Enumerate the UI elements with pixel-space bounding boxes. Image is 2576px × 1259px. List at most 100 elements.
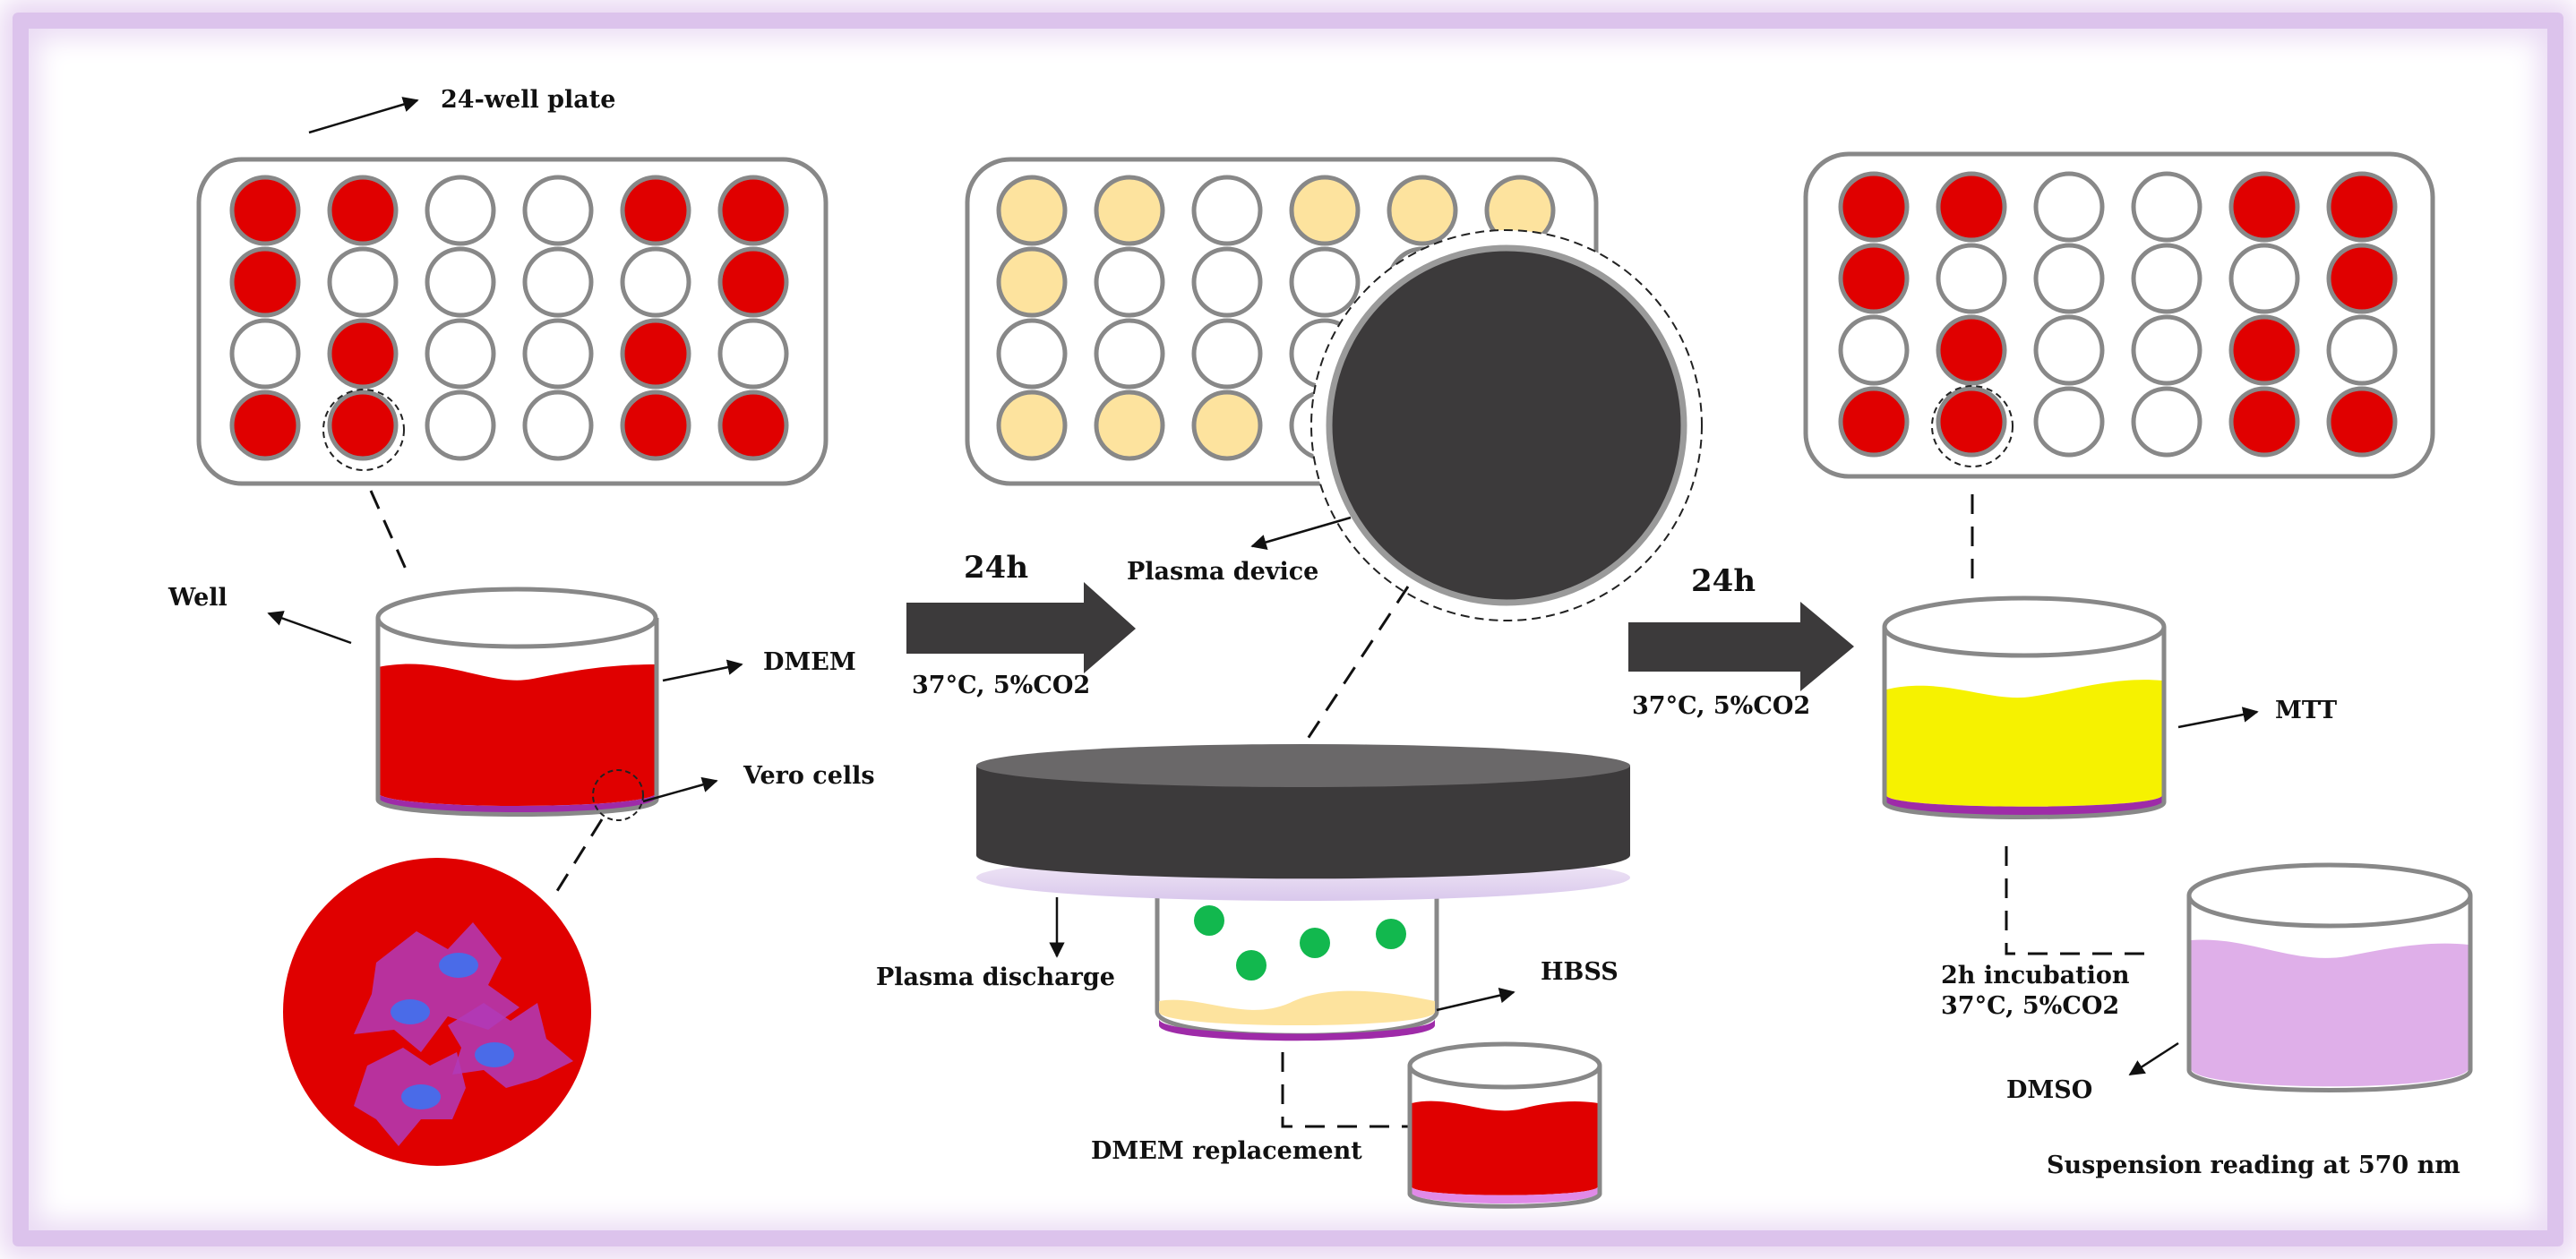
mtt-label: MTT [2275, 697, 2337, 724]
link-device-setup [1304, 586, 1410, 742]
process-arrow-2 [1628, 602, 1854, 691]
beaker-cell-layer [1159, 1019, 1435, 1041]
condition-label-3: 37°C, 5%CO2 [1941, 992, 2119, 1020]
plate3-well-4-2 [1936, 386, 2007, 458]
selected-well-ring-3 [1931, 385, 2014, 467]
mtt-solution [1886, 680, 2162, 807]
device-body [976, 766, 1630, 879]
plate3-well-2-4 [2131, 243, 2202, 314]
plate1-well-1-4 [522, 175, 594, 246]
plate2-well-3-2 [1094, 318, 1165, 390]
dmem-label: DMEM [763, 648, 856, 676]
plate1-well-3-1 [229, 318, 301, 390]
dmso-label: DMSO [2006, 1076, 2092, 1104]
plate2-well-4-3 [1191, 390, 1263, 461]
cell-nucleus-4 [401, 1084, 441, 1109]
plate3-well-2-2 [1936, 243, 2007, 314]
replacement-rim [1407, 1041, 1602, 1090]
well-1 [375, 587, 659, 821]
plate1-well-1-1 [229, 175, 301, 246]
link-dmso [2005, 846, 2145, 955]
selected-well-ring-1 [322, 389, 405, 471]
plate1-well-2-3 [425, 246, 496, 318]
device-top [976, 744, 1630, 787]
mtt-cell-layer [1886, 795, 2162, 817]
plasma-species-4 [1376, 919, 1406, 949]
cell-2 [448, 1003, 573, 1088]
incubation-label: 2h incubation [1941, 962, 2130, 989]
plate-label: 24-well plate [441, 86, 615, 114]
plasma-discharge-label: Plasma discharge [876, 964, 1115, 991]
plate3-well-2-1 [1838, 243, 1910, 314]
plate1-well-2-4 [522, 246, 594, 318]
plate1-well-4-4 [522, 390, 594, 461]
plate1-well-3-5 [620, 318, 691, 390]
plate3-well-3-1 [1838, 314, 1910, 386]
cell-nucleus-2 [391, 999, 430, 1024]
time-label-1: 24h [964, 550, 1028, 586]
mtt-wall [1882, 627, 2167, 819]
plasma-device-top-view [1310, 229, 1703, 621]
plasma-device-label: Plasma device [1127, 558, 1318, 586]
plate3-well-4-6 [2326, 386, 2398, 458]
plate1-well-2-2 [327, 246, 399, 318]
plate2-well-2-2 [1094, 246, 1165, 318]
dmso-arrow [2128, 1041, 2179, 1076]
replacement-wall [1407, 1066, 1602, 1209]
plate2-well-1-5 [1387, 175, 1458, 246]
plate2-well-2-4 [1289, 246, 1361, 318]
link-vero-cells [555, 818, 604, 892]
plate1-well-2-6 [717, 246, 789, 318]
time-label-2: 24h [1691, 563, 1756, 599]
plate1-well-2-5 [620, 246, 691, 318]
plate2-well-3-3 [1191, 318, 1263, 390]
plasma-device-arrow [1250, 516, 1352, 551]
plate1-well-3-6 [717, 318, 789, 390]
plate3-well-4-3 [2033, 386, 2105, 458]
plate2-well-3-1 [996, 318, 1068, 390]
plate3-well-3-3 [2033, 314, 2105, 386]
plate3-well-1-2 [1936, 171, 2007, 243]
plate1-well-3-2 [327, 318, 399, 390]
link-replacement [1281, 1052, 1408, 1128]
plate2-well-2-3 [1191, 246, 1263, 318]
cell-nucleus-1 [439, 953, 478, 978]
hbss-label: HBSS [1541, 958, 1619, 986]
plate3-well-4-5 [2228, 386, 2300, 458]
link-plate1-well [369, 490, 409, 574]
dmem-arrow [662, 659, 743, 682]
plate-1-wells [229, 175, 789, 461]
plate1-well-1-3 [425, 175, 496, 246]
dmso-well [2186, 862, 2473, 1092]
plate-3 [1803, 151, 2435, 479]
plate2-well-1-4 [1289, 175, 1361, 246]
plate3-well-1-1 [1838, 171, 1910, 243]
condition-label-1: 37°C, 5%CO2 [912, 672, 1090, 699]
mtt-well [1882, 595, 2167, 819]
hbss-arrow [1436, 988, 1516, 1012]
plate3-well-4-1 [1838, 386, 1910, 458]
vero-cells-zoom [283, 858, 591, 1166]
well-1-vero-layer [378, 792, 657, 815]
mtt-rim [1882, 595, 2167, 658]
plate1-well-4-3 [425, 390, 496, 461]
dmso-wall [2186, 895, 2473, 1092]
plate1-well-4-1 [229, 390, 301, 461]
plasma-species-1 [1194, 905, 1224, 936]
plate-1 [196, 157, 829, 486]
condition-label-2: 37°C, 5%CO2 [1632, 692, 1810, 720]
well-1-wall [375, 618, 659, 817]
plate3-well-3-6 [2326, 314, 2398, 386]
plate3-well-1-3 [2033, 171, 2105, 243]
vero-label: Vero cells [743, 762, 875, 790]
plate1-well-3-4 [522, 318, 594, 390]
plate3-well-4-4 [2131, 386, 2202, 458]
process-arrow-1 [906, 582, 1136, 673]
plate2-well-4-1 [996, 390, 1068, 461]
dmso-rim [2186, 862, 2473, 929]
well-1-dmem [378, 664, 657, 806]
plasma-species-3 [1300, 928, 1330, 958]
plasma-species-2 [1236, 950, 1267, 981]
plate1-well-2-1 [229, 246, 301, 318]
